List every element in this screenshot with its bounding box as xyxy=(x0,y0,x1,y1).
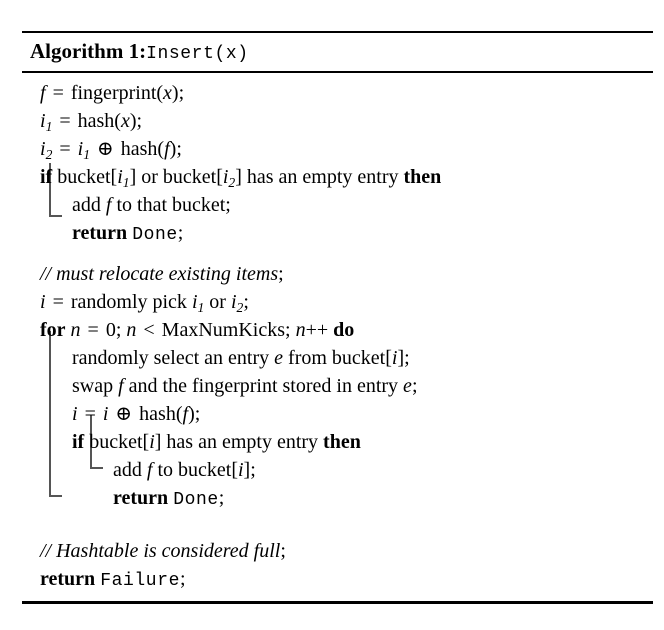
algorithm-caption-signature: Insert(x) xyxy=(146,44,249,64)
algorithm-line: f = fingerprint(x); xyxy=(40,82,185,104)
rule-bottom xyxy=(22,601,653,604)
algorithm-comment: // Hashtable is considered full; xyxy=(40,540,286,562)
algorithm-comment: // must relocate existing items; xyxy=(40,263,284,285)
algorithm-line: swap f and the fingerprint stored in ent… xyxy=(72,375,418,397)
algorithm-line: return Done; xyxy=(113,487,225,510)
algorithm-line: add f to that bucket; xyxy=(72,194,231,216)
algorithm-line: i = i ⊕ hash(f); xyxy=(72,403,201,425)
algorithm-line: for n = 0; n < MaxNumKicks; n++ do xyxy=(40,319,355,341)
rule-top xyxy=(22,31,653,33)
algorithm-line: return Done; xyxy=(72,222,184,245)
algorithm-line: add f to bucket[i]; xyxy=(113,459,256,481)
algorithm-line: randomly select an entry e from bucket[i… xyxy=(72,347,410,369)
algorithm-line: return Failure; xyxy=(40,568,186,591)
algorithm-line: i2 = i1 ⊕ hash(f); xyxy=(40,138,182,162)
algorithm-body: f = fingerprint(x); i1 = hash(x); i2 = i… xyxy=(22,73,653,601)
algorithm-caption-label: Algorithm 1: xyxy=(30,39,147,63)
algorithm-line: i1 = hash(x); xyxy=(40,110,143,134)
rule-under-caption xyxy=(22,71,653,73)
algorithm-line: if bucket[i] has an empty entry then xyxy=(72,431,361,453)
algorithm-line: i = randomly pick i1 or i2; xyxy=(40,291,249,315)
algorithm-line: if bucket[i1] or bucket[i2] has an empty… xyxy=(40,166,442,190)
algorithm-caption: Algorithm 1:Insert(x) xyxy=(22,33,653,71)
algorithm-block: Algorithm 1:Insert(x) f = fingerprint(x)… xyxy=(22,31,653,604)
